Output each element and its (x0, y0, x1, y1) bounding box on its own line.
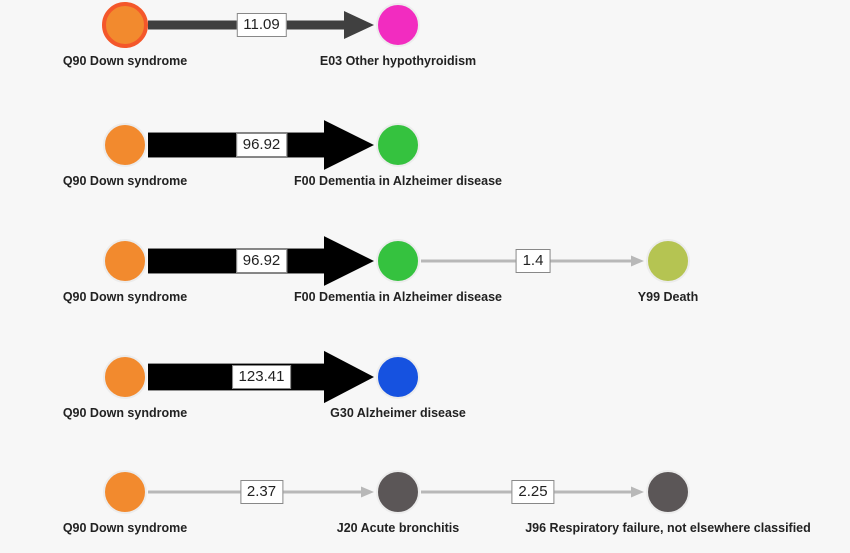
node-label: Q90 Down syndrome (62, 54, 188, 68)
edge-weight-label: 2.37 (239, 480, 284, 504)
node-label: F00 Dementia in Alzheimer disease (294, 174, 502, 188)
edge-arrowhead (361, 486, 374, 498)
node-label: J96 Respiratory failure, not elsewhere c… (525, 521, 811, 535)
node-y99[interactable] (646, 239, 690, 283)
node-label: J20 Acute bronchitis (336, 521, 460, 535)
node-label: Q90 Down syndrome (62, 290, 188, 304)
edge-weight-label: 96.92 (235, 249, 288, 273)
edge-weight-label: 123.41 (231, 365, 292, 389)
edge-weight-label: 96.92 (235, 133, 288, 157)
node-q90[interactable] (103, 470, 147, 514)
edge-arrowhead (344, 11, 374, 39)
node-label: Q90 Down syndrome (62, 406, 188, 420)
node-j20[interactable] (376, 470, 420, 514)
edge-arrowhead (324, 120, 374, 170)
node-label: Y99 Death (637, 290, 699, 304)
edge-arrowhead (631, 486, 644, 498)
node-label: F00 Dementia in Alzheimer disease (294, 290, 502, 304)
edge-arrowhead (324, 236, 374, 286)
node-label: Q90 Down syndrome (62, 521, 188, 535)
node-e03[interactable] (376, 3, 420, 47)
node-q90[interactable] (102, 2, 148, 48)
edge-weight-label: 2.25 (511, 480, 555, 504)
node-f00[interactable] (376, 239, 420, 283)
node-label: G30 Alzheimer disease (330, 406, 466, 420)
edge-weight-label: 11.09 (236, 13, 287, 37)
node-q90[interactable] (103, 239, 147, 283)
edge-arrowhead (324, 350, 374, 404)
node-q90[interactable] (103, 355, 147, 399)
edge-arrowhead (631, 255, 644, 267)
node-label: Q90 Down syndrome (62, 174, 188, 188)
trajectory-row (103, 470, 690, 514)
node-j96[interactable] (646, 470, 690, 514)
node-label: E03 Other hypothyroidism (319, 54, 477, 68)
edge-weight-label: 1.4 (515, 249, 551, 273)
trajectory-row (103, 236, 690, 286)
node-g30[interactable] (376, 355, 420, 399)
node-q90[interactable] (103, 123, 147, 167)
node-f00[interactable] (376, 123, 420, 167)
